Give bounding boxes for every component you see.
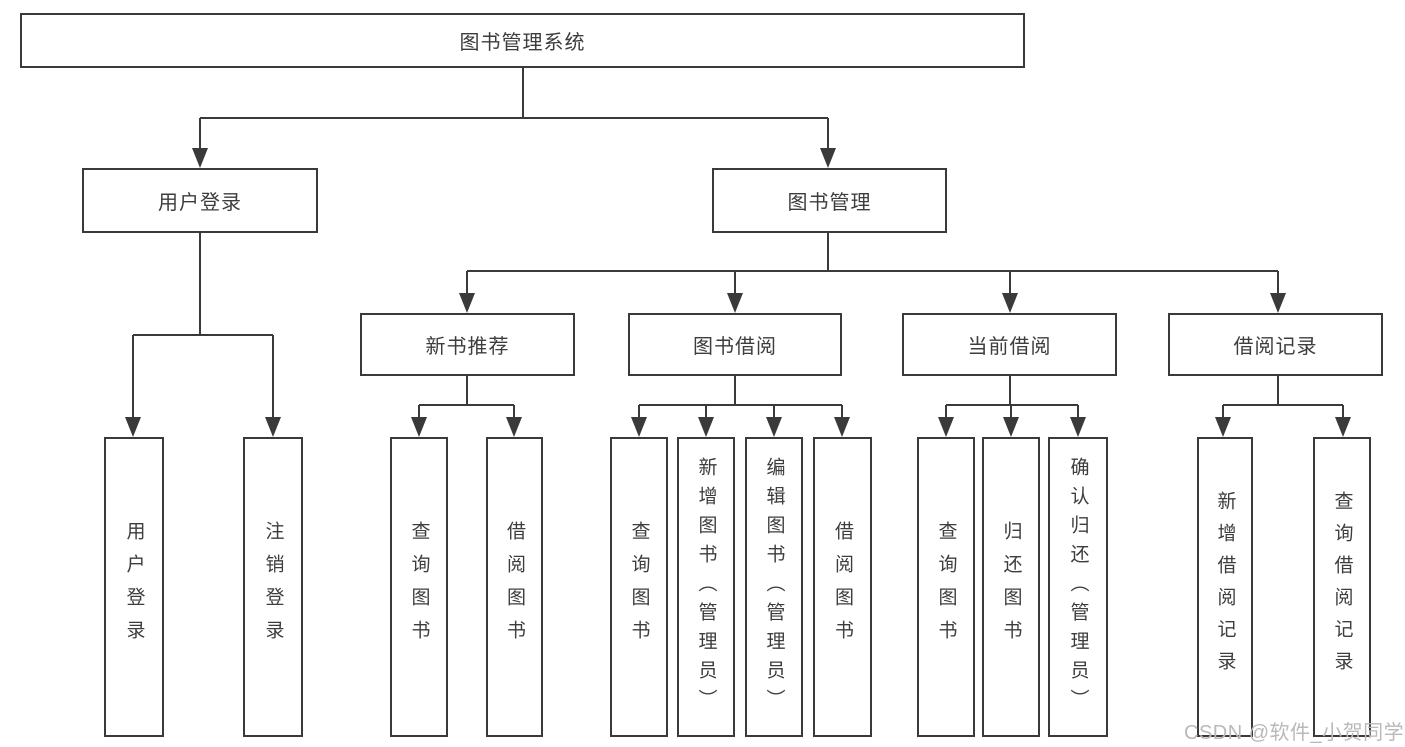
leaf-borrow-books-recommend: 借阅图书	[486, 437, 543, 737]
leaf-add-borrow-record: 新增借阅记录	[1197, 437, 1253, 737]
leaf-logout: 注销登录	[243, 437, 303, 737]
arrowhead-icon	[265, 417, 281, 437]
leaf-borrow-books: 借阅图书	[813, 437, 872, 737]
arrowhead-icon	[125, 417, 141, 437]
arrowhead-icon	[1002, 293, 1018, 313]
arrowhead-icon	[766, 417, 782, 437]
node-user-login: 用户登录	[82, 168, 318, 233]
node-user-login-label: 用户登录	[158, 192, 242, 214]
arrowhead-icon	[938, 417, 954, 437]
node-root-label: 图书管理系统	[459, 32, 586, 54]
node-root-system: 图书管理系统	[20, 13, 1025, 68]
leaf-query-borrow-record: 查询借阅记录	[1313, 437, 1371, 737]
node-borrow-records-label: 借阅记录	[1233, 336, 1318, 358]
arrowhead-icon	[459, 293, 475, 313]
leaf-return-books: 归还图书	[982, 437, 1040, 737]
arrowhead-icon	[1003, 417, 1019, 437]
arrowhead-icon	[1215, 417, 1231, 437]
leaf-query-books-borrow: 查询图书	[610, 437, 668, 737]
node-book-borrow-label: 图书借阅	[693, 336, 777, 358]
leaf-add-books-admin: 新增图书（管理员）	[677, 437, 735, 737]
arrowhead-icon	[1070, 417, 1086, 437]
arrowhead-icon	[192, 148, 208, 168]
arrowhead-icon	[506, 417, 522, 437]
node-new-book-recommend: 新书推荐	[360, 313, 575, 376]
node-current-borrow-label: 当前借阅	[967, 336, 1052, 358]
leaf-query-books-current: 查询图书	[917, 437, 975, 737]
node-new-book-recommend-label: 新书推荐	[425, 336, 510, 358]
arrowhead-icon	[631, 417, 647, 437]
arrowhead-icon	[834, 417, 850, 437]
csdn-watermark: CSDN @软件_小贺同学	[1184, 722, 1405, 744]
arrowhead-icon	[411, 417, 427, 437]
node-current-borrow: 当前借阅	[902, 313, 1117, 376]
arrowhead-icon	[727, 293, 743, 313]
leaf-confirm-return-admin: 确认归还（管理员）	[1048, 437, 1108, 737]
leaf-query-books-recommend: 查询图书	[390, 437, 448, 737]
arrowhead-icon	[820, 148, 836, 168]
leaf-edit-books-admin: 编辑图书（管理员）	[745, 437, 803, 737]
leaf-user-login: 用户登录	[104, 437, 164, 737]
node-book-management: 图书管理	[712, 168, 947, 233]
arrowhead-icon	[698, 417, 714, 437]
node-borrow-records: 借阅记录	[1168, 313, 1383, 376]
node-book-borrow: 图书借阅	[628, 313, 842, 376]
node-book-management-label: 图书管理	[787, 192, 872, 214]
arrowhead-icon	[1335, 417, 1351, 437]
arrowhead-icon	[1270, 293, 1286, 313]
